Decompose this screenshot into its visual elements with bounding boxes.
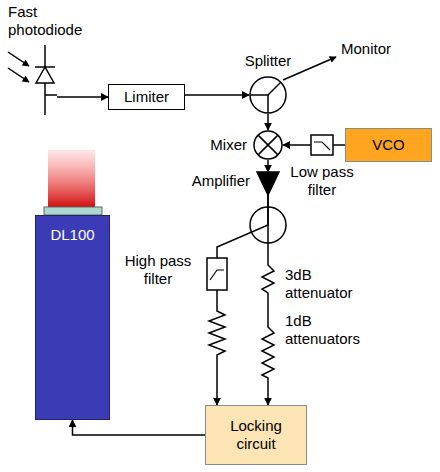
splitter-circle	[250, 77, 286, 113]
process-box: VCO	[345, 128, 432, 162]
component-label: High pass filter	[117, 252, 199, 288]
component-label: 3dB attenuator	[285, 266, 371, 302]
signal-connector	[217, 195, 268, 258]
component-label: Mixer	[193, 136, 247, 154]
splitter-leg	[267, 95, 269, 113]
component-label: Splitter	[238, 52, 298, 70]
component-shape	[257, 172, 279, 195]
signal-connector	[185, 94, 249, 96]
filter-curve	[314, 142, 330, 150]
component-label: Low pass filter	[287, 163, 357, 199]
signal-connector	[267, 300, 269, 320]
component-shape	[33, 45, 57, 115]
resistor-backing	[208, 304, 226, 361]
component-symbol: Low pass filter	[311, 135, 333, 155]
mixer-cross	[258, 135, 278, 155]
component-label: Amplifier	[160, 172, 250, 190]
signal-label: Monitor	[341, 40, 391, 58]
laser-beam	[48, 150, 95, 207]
component-shape	[311, 135, 333, 155]
resistor-symbol	[262, 258, 274, 300]
component-label: 1dB attenuators	[285, 312, 371, 348]
signal-connector	[267, 385, 269, 405]
resistor-backing	[260, 258, 276, 300]
signal-connector	[267, 195, 269, 258]
diode-lead	[44, 83, 46, 115]
component-symbol: High pass filter	[207, 258, 227, 290]
resistor-symbol	[209, 304, 225, 361]
light-arrow	[8, 52, 29, 66]
filter-box	[311, 135, 333, 155]
mixer-cross	[258, 135, 278, 155]
box-label: Locking circuit	[212, 417, 300, 453]
signal-connector	[283, 144, 311, 146]
component-shape	[207, 258, 227, 290]
process-box: Locking circuit	[205, 405, 307, 465]
box-label: Limiter	[124, 88, 169, 106]
component-label: Fast photodiode	[8, 3, 92, 39]
splitter-symbol	[250, 207, 286, 243]
filter-curve	[210, 270, 224, 280]
signal-connector	[57, 96, 108, 98]
diode-triangle	[36, 67, 54, 83]
component-shape	[260, 320, 276, 385]
box-label: VCO	[372, 136, 405, 154]
laser-window	[44, 207, 102, 215]
resistor-backing	[260, 320, 276, 385]
component-symbol: Splitter	[249, 76, 287, 114]
component-symbol: 1dB attenuators	[260, 320, 276, 385]
filter-box	[207, 258, 227, 290]
splitter-leg	[250, 94, 268, 96]
light-arrow	[8, 68, 29, 82]
diode-wire	[45, 94, 57, 96]
component-shape	[249, 76, 287, 114]
process-box: Limiter	[108, 84, 185, 110]
signal-connector	[267, 160, 269, 172]
splitter-leg	[268, 82, 281, 95]
component-symbol: Amplifier	[257, 172, 279, 195]
resistor-symbol	[262, 320, 274, 385]
process-box: DL100	[35, 215, 110, 420]
component-symbol: 3dB attenuator	[260, 258, 276, 300]
signal-connector	[267, 114, 269, 130]
box-label: DL100	[50, 226, 94, 244]
diode-lead	[44, 45, 46, 67]
component-shape	[253, 130, 283, 160]
component-symbol: Mixer	[253, 130, 283, 160]
signal-connector	[73, 420, 206, 435]
component-symbol: Fast photodiode	[33, 45, 57, 115]
component-shape	[260, 258, 276, 300]
mixer-circle	[254, 131, 282, 159]
amplifier-triangle	[257, 172, 279, 195]
signal-connector	[333, 144, 345, 146]
